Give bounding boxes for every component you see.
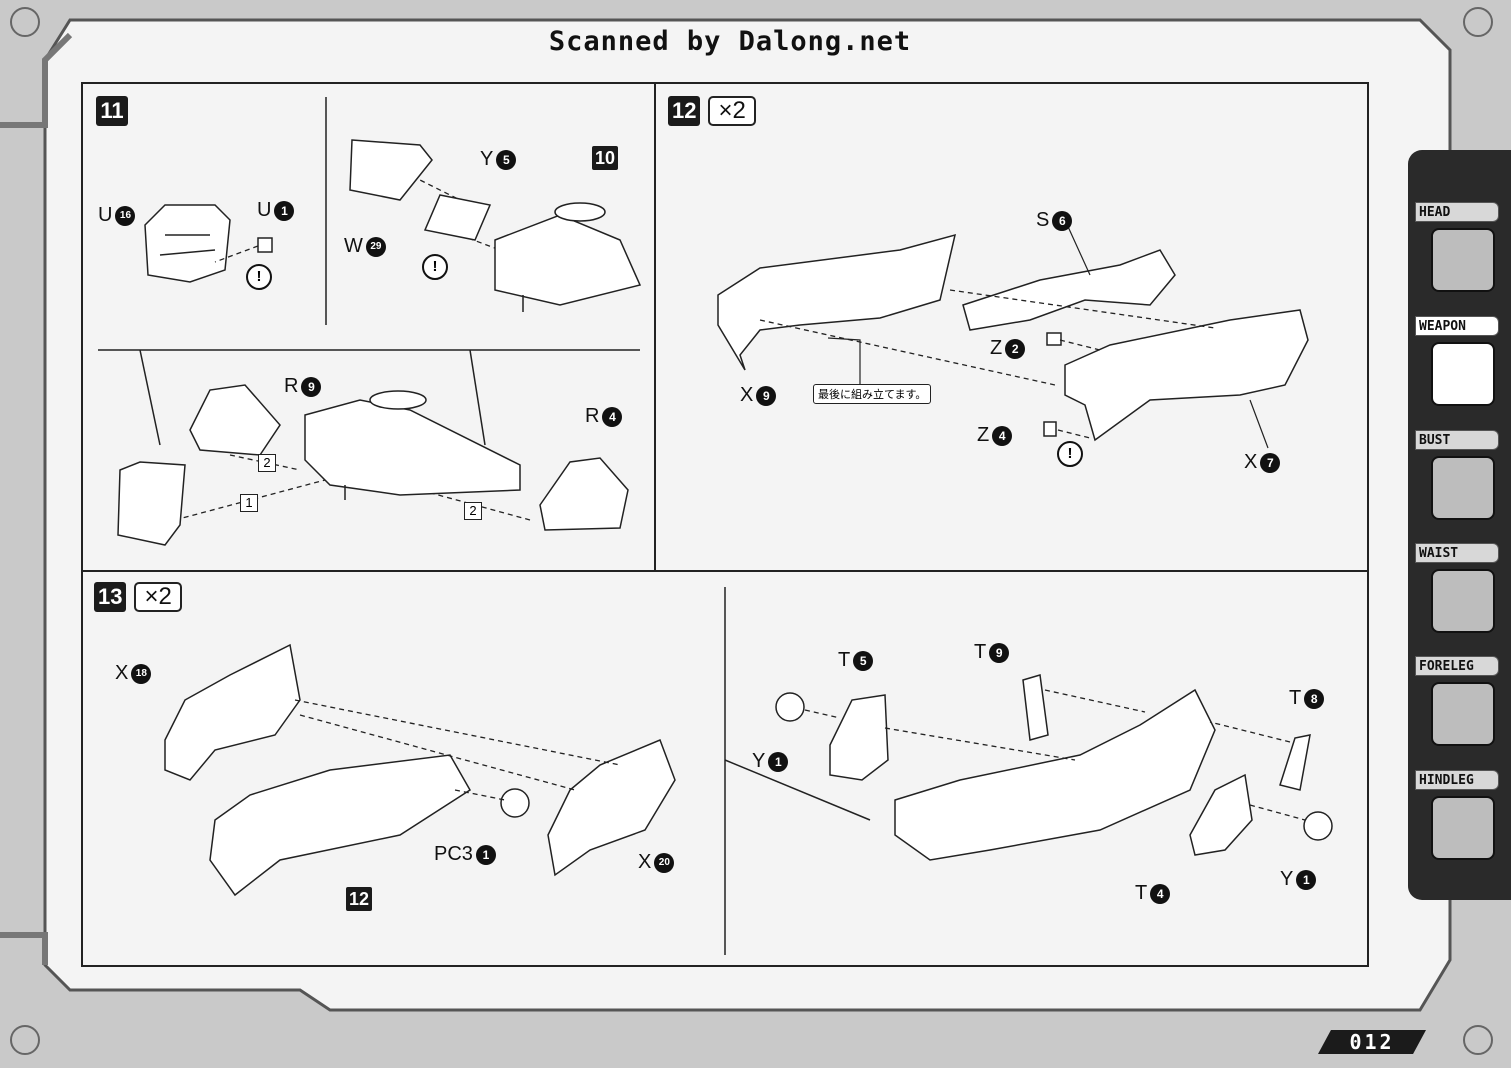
sidebar-tab-waist[interactable]: WAIST [1413, 543, 1511, 641]
step-12-heading: 12 ×2 [668, 96, 756, 126]
sidebar-tab-weapon[interactable]: WEAPON [1413, 316, 1511, 414]
order-marker: 2 [258, 454, 276, 472]
weapon-icon [1431, 342, 1495, 406]
sidebar-tab-foreleg[interactable]: FORELEG [1413, 656, 1511, 754]
bust-icon [1431, 456, 1495, 520]
caution-icon: ! [246, 264, 272, 290]
head-icon [1431, 228, 1495, 292]
order-marker: 2 [464, 502, 482, 520]
order-marker: 1 [240, 494, 258, 512]
step-11-heading: 11 [96, 96, 128, 126]
caution-icon: ! [422, 254, 448, 280]
step-number: 11 [96, 96, 128, 126]
quantity-multiplier: ×2 [708, 96, 756, 126]
scanner-credit: Scanned by Dalong.net [548, 26, 912, 57]
sidebar-tab-head[interactable]: HEAD [1413, 202, 1511, 300]
waist-icon [1431, 569, 1495, 633]
page-number: 012 [1318, 1030, 1426, 1054]
corner-logo-icon [10, 7, 40, 37]
step-number: 12 [668, 96, 701, 126]
quantity-multiplier: ×2 [134, 582, 182, 612]
assembly-note: 最後に組み立てます。 [813, 384, 932, 404]
ref-step-12: 12 [346, 887, 373, 911]
step-number: 13 [94, 582, 127, 612]
step-13-heading: 13 ×2 [94, 582, 182, 612]
caution-icon: ! [1057, 441, 1083, 467]
foreleg-icon [1431, 682, 1495, 746]
hindleg-icon [1431, 796, 1495, 860]
ref-step-10: 10 [592, 146, 619, 170]
sidebar-tab-bust[interactable]: BUST [1413, 430, 1511, 528]
step-13-panel [81, 570, 1369, 967]
sidebar-tab-hindleg[interactable]: HINDLEG [1413, 770, 1511, 868]
part-u16-shape [144, 204, 273, 283]
